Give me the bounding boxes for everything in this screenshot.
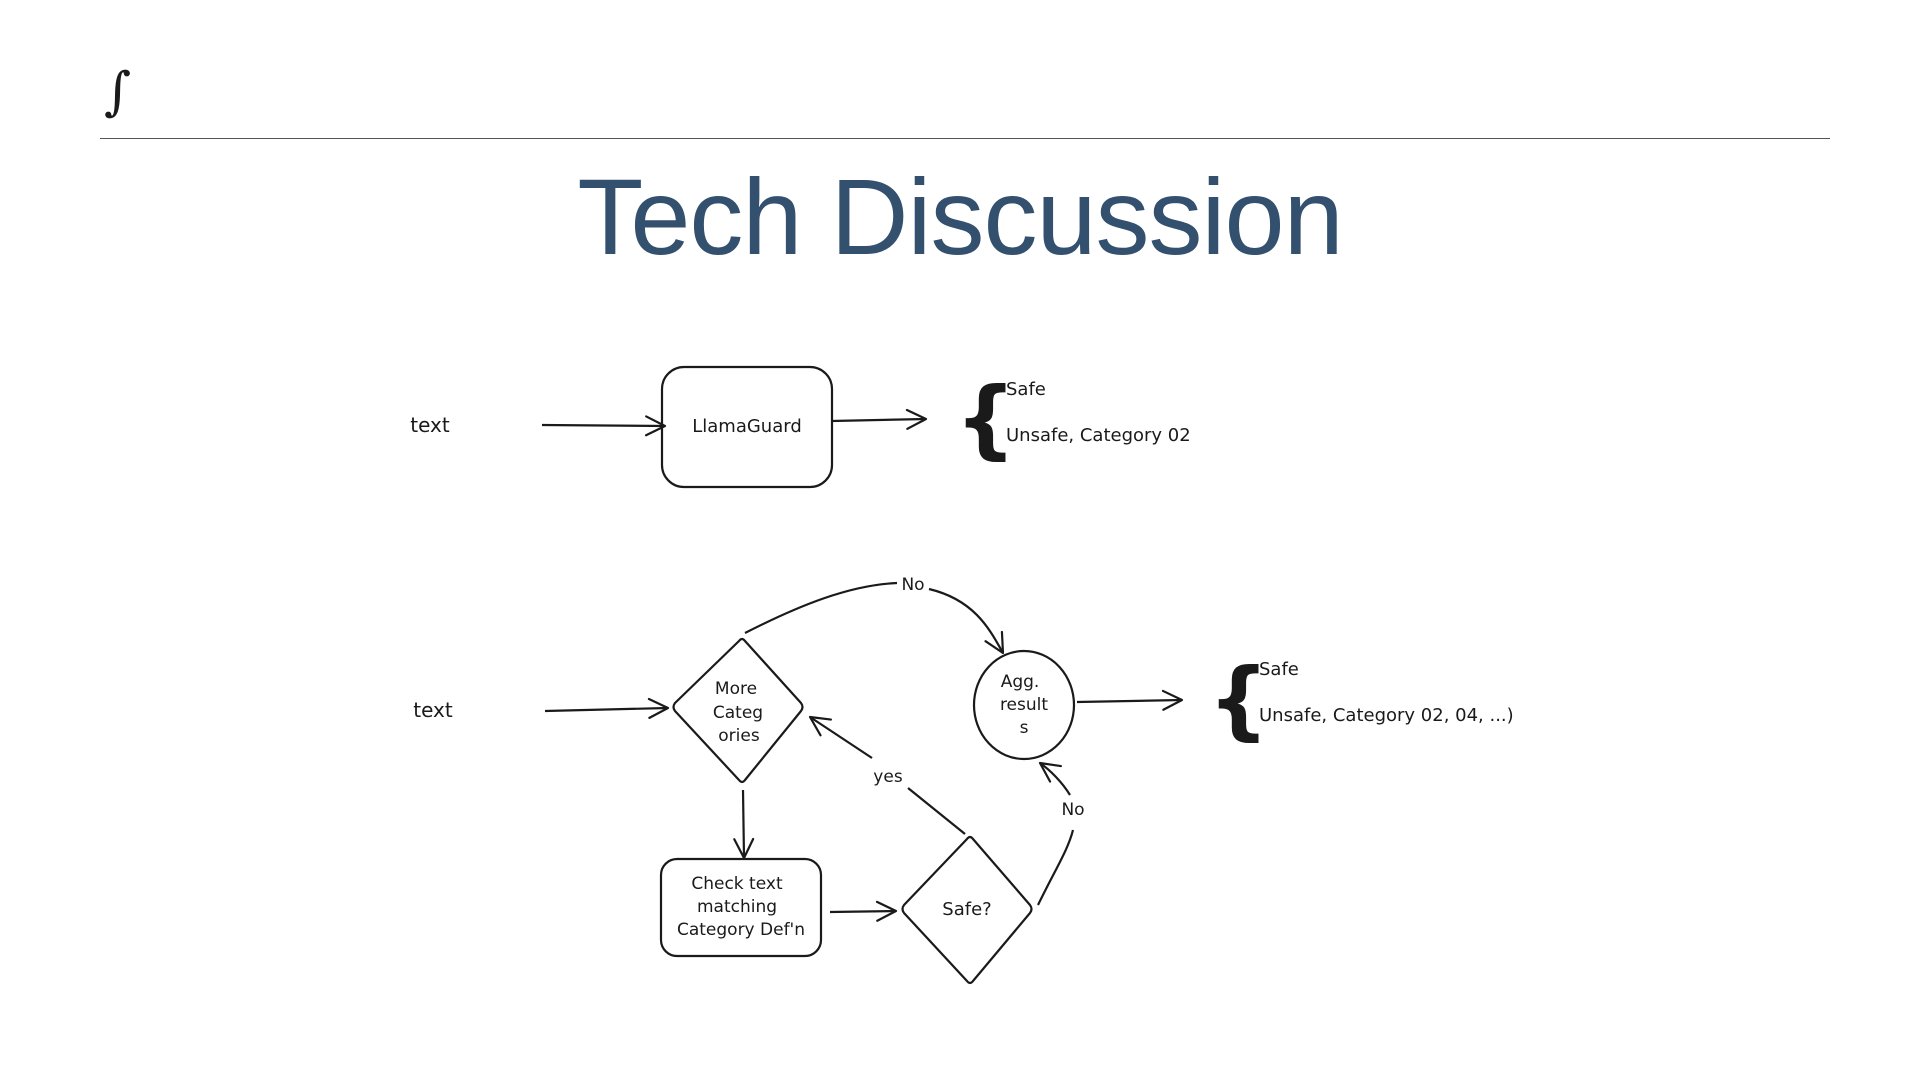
yes-edge-lower xyxy=(907,787,966,835)
check-text-box xyxy=(659,857,823,958)
bottom-input-label: text xyxy=(413,698,453,722)
agg-output-arrow xyxy=(1076,689,1184,711)
agg-results-label-3: s xyxy=(1020,718,1029,738)
no-edge-right-arrow xyxy=(1038,761,1071,796)
top-brace-icon: { xyxy=(955,369,1016,469)
top-input-arrow xyxy=(541,415,667,437)
more-categories-label-2: Categ xyxy=(713,703,763,723)
bottom-output-unsafe: Unsafe, Category 02, 04, ...) xyxy=(1259,705,1514,726)
top-output-arrow xyxy=(831,408,928,430)
slide-title: Tech Discussion xyxy=(577,156,1343,277)
safe-decision-label: Safe? xyxy=(942,899,991,920)
no-edge-right xyxy=(1037,829,1075,906)
no-edge-top-label: No xyxy=(901,575,924,595)
bottom-output-safe: Safe xyxy=(1259,659,1299,680)
no-edge-right-label: No xyxy=(1061,800,1084,820)
check-to-safe-arrow xyxy=(829,900,898,922)
llamaguard-label: LlamaGuard xyxy=(692,416,802,437)
agg-results-label-1: Agg. xyxy=(1001,672,1040,692)
more-categories-diamond xyxy=(672,637,804,784)
no-edge-top-arrow xyxy=(928,587,1005,655)
diagram-bottom: text More Categ ories No Agg. result s {… xyxy=(413,575,1514,985)
bottom-input-arrow xyxy=(544,697,670,719)
more-categories-label-1: More xyxy=(715,679,757,699)
more-categories-label-3: ories xyxy=(718,726,760,746)
more-to-check-arrow xyxy=(733,789,755,860)
top-output-safe: Safe xyxy=(1006,379,1046,400)
safe-decision-diamond xyxy=(901,835,1033,985)
no-edge-top xyxy=(744,581,898,634)
header-divider xyxy=(100,138,1830,139)
top-input-label: text xyxy=(410,413,450,437)
agg-results-label-2: result xyxy=(1000,695,1048,715)
agg-results-circle xyxy=(972,649,1076,761)
check-text-label-1: Check text xyxy=(691,874,783,894)
check-text-label-2: matching xyxy=(697,897,777,917)
bottom-brace-icon: { xyxy=(1208,650,1269,750)
top-output-unsafe: Unsafe, Category 02 xyxy=(1006,425,1191,446)
check-text-label-3: Category Def'n xyxy=(677,920,805,940)
llamaguard-box xyxy=(660,365,834,489)
yes-edge-upper-arrow xyxy=(808,715,873,759)
integral-logo-icon: ∫ xyxy=(104,62,132,122)
diagram-top: text LlamaGuard { Safe Unsafe, Category … xyxy=(410,365,1191,489)
yes-edge-label: yes xyxy=(873,767,903,787)
